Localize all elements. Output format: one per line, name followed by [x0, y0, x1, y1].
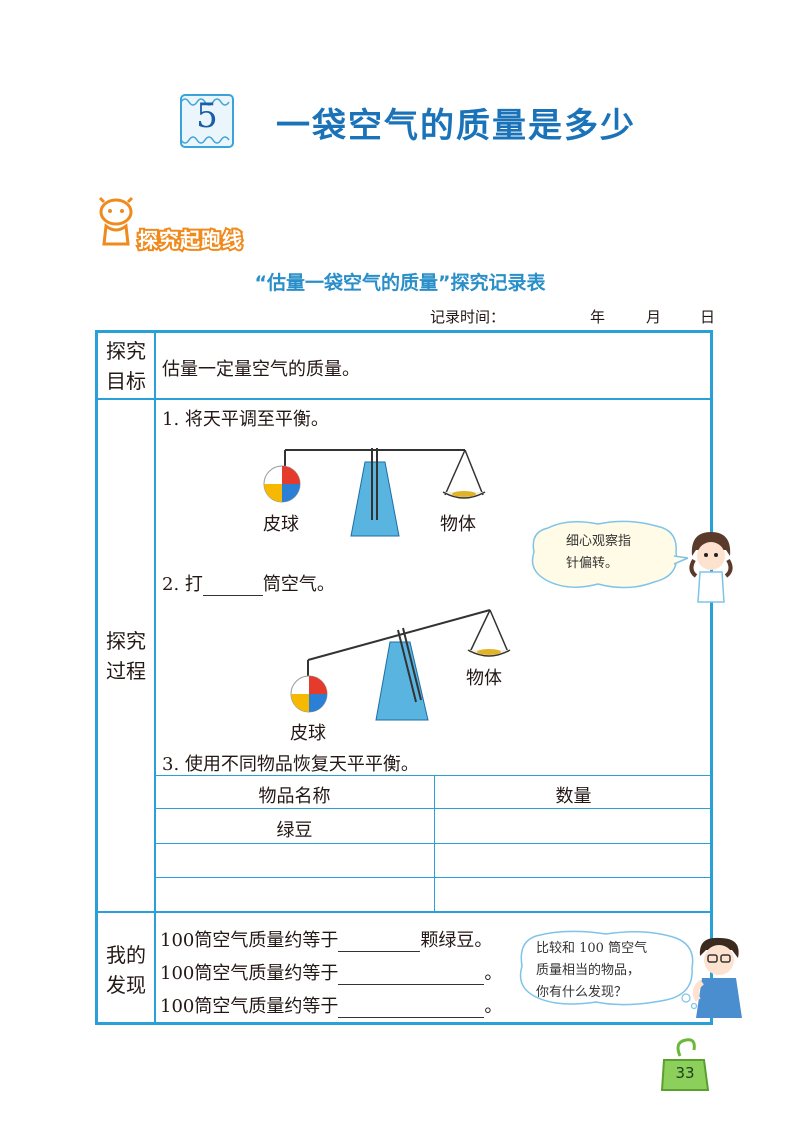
mascot-icon [98, 196, 134, 246]
object-label-2: 物体 [466, 668, 502, 689]
goal-label-line2: 目标 [106, 369, 146, 393]
process-label: 探究 过程 [96, 626, 156, 686]
finding-1-blank[interactable] [338, 933, 421, 952]
girl-tip-text: 细心观察指 针偏转。 [566, 531, 631, 575]
boy-tip-line2: 质量相当的物品， [536, 963, 641, 978]
boy-tip-line3: 你有什么发现？ [536, 985, 628, 1000]
items-table-column-divider [434, 775, 435, 911]
balance-tilted-illustration [307, 609, 511, 721]
ball-label-1: 皮球 [263, 514, 299, 535]
pump-count-blank[interactable] [202, 577, 263, 596]
items-table-row-border [155, 843, 712, 844]
finding-2-suffix: 。 [484, 963, 503, 984]
beach-ball-icon [263, 465, 301, 503]
row-divider-goal [95, 398, 713, 400]
findings-label-line1: 我的 [106, 943, 146, 967]
girl-tip-bubble [531, 520, 688, 589]
ball-label-2: 皮球 [290, 723, 326, 744]
goal-text: 估量一定量空气的质量。 [162, 359, 360, 380]
label-column-divider [154, 330, 156, 1025]
finding-2-prefix: 100筒空气质量约等于 [160, 963, 339, 984]
lesson-number-frame-icon [180, 94, 234, 148]
finding-1-suffix: 颗绿豆。 [420, 930, 493, 951]
finding-3-suffix: 。 [484, 996, 503, 1017]
step2-suffix: 筒空气。 [262, 574, 335, 595]
girl-tip-line2: 针偏转。 [566, 556, 619, 571]
girl-tip-line1: 细心观察指 [566, 534, 632, 549]
section-label: 探究起跑线 [136, 226, 244, 254]
findings-label-line2: 发现 [106, 973, 146, 997]
finding-line-3: 100筒空气质量约等于 。 [160, 992, 502, 1018]
items-table-top-border [155, 775, 712, 776]
items-row-3-name[interactable] [155, 884, 434, 910]
row-divider-process [95, 911, 713, 913]
record-year: 年 [590, 308, 606, 326]
items-row-2-name[interactable] [155, 850, 434, 876]
record-table-title: “估量一袋空气的质量”探究记录表 [254, 272, 546, 294]
finding-line-1: 100筒空气质量约等于 颗绿豆。 [160, 926, 492, 952]
balance-level-illustration [284, 448, 486, 537]
page-number: 33 [675, 1064, 695, 1082]
boy-tip-line1: 比较和 100 筒空气 [536, 941, 648, 956]
finding-line-2: 100筒空气质量约等于 。 [160, 959, 502, 985]
girl-avatar-icon [689, 532, 733, 603]
items-header-quantity: 数量 [555, 786, 592, 807]
goal-label: 探究 目标 [96, 336, 156, 396]
items-table-header-border [155, 808, 712, 809]
finding-3-prefix: 100筒空气质量约等于 [160, 996, 339, 1017]
goal-label-line1: 探究 [106, 339, 146, 363]
record-day: 日 [700, 308, 716, 326]
page-title: 一袋空气的质量是多少 [276, 106, 636, 146]
items-row-2-quantity[interactable] [435, 850, 712, 876]
boy-tip-bubble [519, 930, 698, 1010]
boy-avatar-icon [692, 937, 742, 1018]
finding-3-blank[interactable] [338, 999, 485, 1018]
object-label-1: 物体 [440, 514, 476, 535]
items-row-1-name[interactable]: 绿豆 [276, 820, 313, 841]
process-label-line1: 探究 [106, 629, 146, 653]
record-time-label: 记录时间： [430, 308, 506, 326]
record-time: 记录时间： 年 月 日 [430, 306, 715, 326]
boy-tip-text: 比较和 100 筒空气 质量相当的物品， 你有什么发现？ [536, 938, 647, 1004]
findings-label: 我的 发现 [96, 940, 156, 1000]
beach-ball-icon-2 [290, 675, 328, 713]
lesson-number: 5 [196, 96, 218, 136]
step3-text: 3. 使用不同物品恢复天平平衡。 [162, 754, 419, 775]
process-label-line2: 过程 [106, 659, 146, 683]
items-header-name: 物品名称 [258, 786, 331, 807]
record-table-frame [95, 330, 713, 1025]
step2: 2. 打 筒空气。 [162, 570, 335, 596]
finding-1-prefix: 100筒空气质量约等于 [160, 930, 339, 951]
items-row-3-quantity[interactable] [435, 884, 712, 910]
record-month: 月 [646, 308, 662, 326]
finding-2-blank[interactable] [338, 966, 485, 985]
step1-text: 1. 将天平调至平衡。 [162, 409, 329, 430]
step2-prefix: 2. 打 [162, 574, 203, 595]
page-number-badge [660, 1038, 710, 1091]
items-table-row-border [155, 877, 712, 878]
